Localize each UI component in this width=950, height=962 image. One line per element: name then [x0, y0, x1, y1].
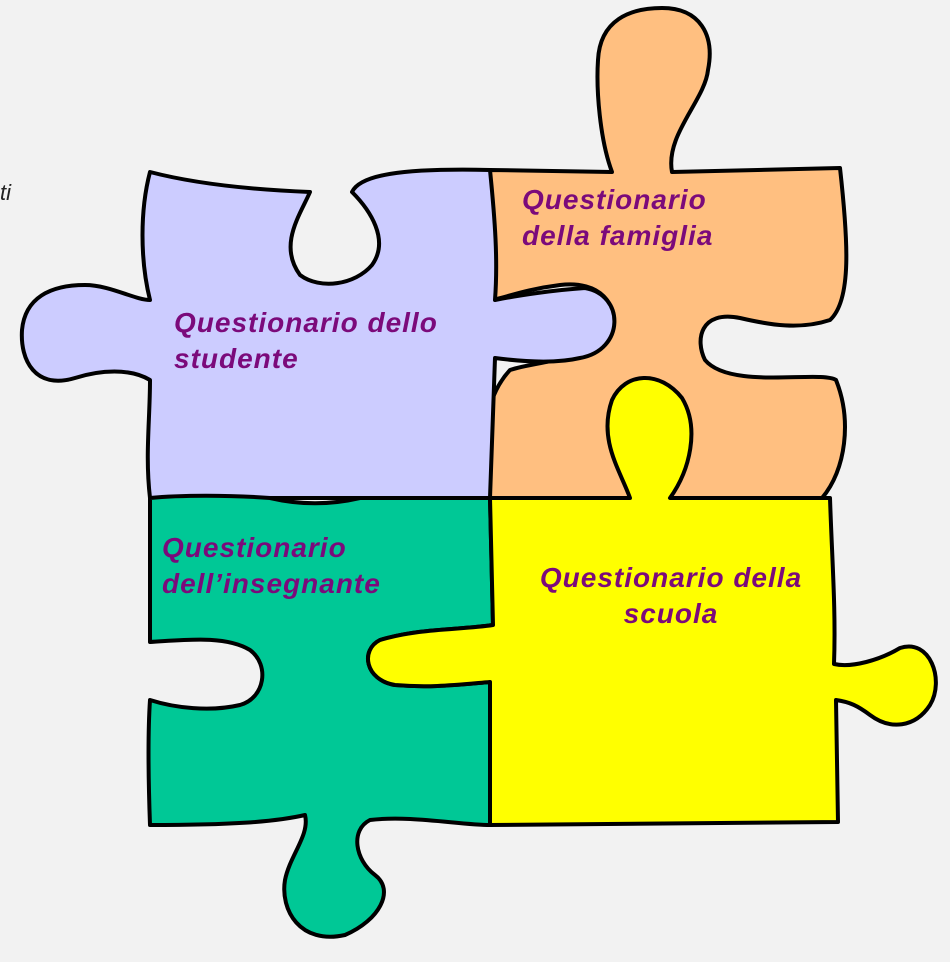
label-scuola: Questionario della scuola [539, 562, 803, 629]
label-insegnante: Questionario dell’insegnante [162, 532, 381, 599]
label-famiglia: Questionario della famiglia [522, 184, 714, 251]
piece-scuola [366, 376, 938, 827]
label-studente: Questionario dello studente [174, 307, 438, 374]
cropped-text-fragment: ti [0, 180, 11, 205]
piece-studente [19, 167, 617, 500]
